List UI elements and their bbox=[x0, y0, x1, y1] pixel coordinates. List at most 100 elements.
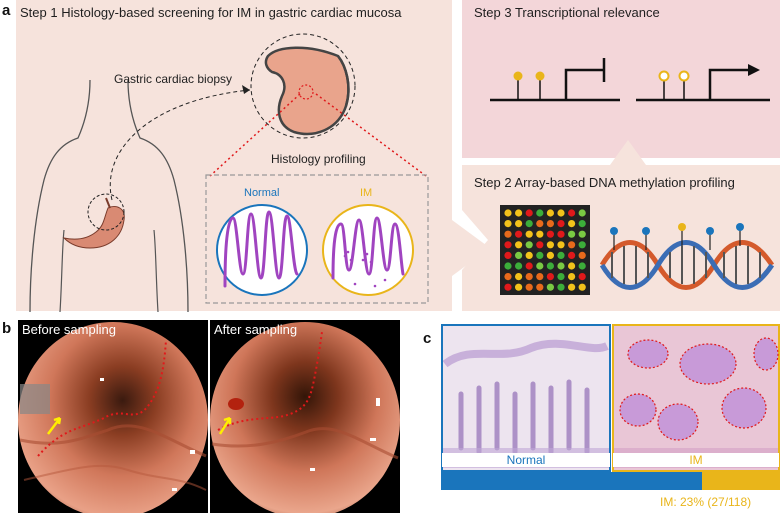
after-sampling-label: After sampling bbox=[214, 322, 298, 337]
normal-histology-image bbox=[441, 324, 611, 472]
array-probe-dot bbox=[515, 230, 523, 238]
endoscope-tool-icon bbox=[20, 384, 50, 414]
array-probe-dot bbox=[525, 220, 533, 228]
normal-histology-label: Normal bbox=[442, 453, 610, 467]
array-probe-dot bbox=[525, 251, 533, 259]
array-probe-dot bbox=[578, 241, 586, 249]
array-probe-dot bbox=[504, 220, 512, 228]
array-probe-dot bbox=[557, 241, 565, 249]
array-probe-dot bbox=[557, 220, 565, 228]
array-probe-dot bbox=[504, 283, 512, 291]
array-probe-dot bbox=[568, 283, 576, 291]
methylation-array-grid bbox=[500, 205, 590, 295]
biopsy-label: Gastric cardiac biopsy bbox=[114, 72, 233, 86]
panel-c-label: c bbox=[423, 330, 432, 347]
array-probe-dot bbox=[568, 251, 576, 259]
array-probe-dot bbox=[515, 283, 523, 291]
array-probe-dot bbox=[578, 251, 586, 259]
array-probe-dot bbox=[536, 230, 544, 238]
array-probe-dot bbox=[578, 209, 586, 217]
endoscopy-before-image bbox=[18, 320, 208, 513]
array-probe-dot bbox=[557, 262, 565, 270]
array-probe-dot bbox=[546, 230, 554, 238]
panel-b-label: b bbox=[2, 320, 12, 337]
im-proportion-label: IM: 23% (27/118) bbox=[660, 495, 752, 509]
endoscopy-after-image bbox=[210, 320, 400, 513]
biopsy-site-mark bbox=[228, 398, 244, 410]
array-probe-dot bbox=[504, 262, 512, 270]
array-probe-dot bbox=[546, 251, 554, 259]
dna-helix-illustration bbox=[600, 223, 775, 290]
array-probe-dot bbox=[557, 209, 565, 217]
array-probe-dot bbox=[536, 262, 544, 270]
histology-profiling-label: Histology profiling bbox=[271, 152, 366, 166]
im-histology-label: IM bbox=[613, 453, 779, 467]
transcription-diagram bbox=[490, 58, 770, 102]
array-probe-dot bbox=[504, 209, 512, 217]
array-probe-dot bbox=[515, 262, 523, 270]
array-probe-dot bbox=[578, 273, 586, 281]
array-probe-dot bbox=[504, 241, 512, 249]
step2-title: Step 2 Array-based DNA methylation profi… bbox=[474, 175, 735, 190]
im-histology-image bbox=[612, 324, 780, 472]
array-probe-dot bbox=[525, 241, 533, 249]
array-probe-dot bbox=[515, 241, 523, 249]
array-probe-dot bbox=[546, 220, 554, 228]
array-probe-dot bbox=[568, 262, 576, 270]
after-margin-line bbox=[217, 331, 323, 431]
array-probe-dot bbox=[536, 209, 544, 217]
array-probe-dot bbox=[525, 262, 533, 270]
array-probe-dot bbox=[536, 241, 544, 249]
array-probe-dot bbox=[546, 241, 554, 249]
array-probe-dot bbox=[536, 283, 544, 291]
silenced-gene-icon bbox=[490, 58, 620, 102]
array-probe-dot bbox=[546, 262, 554, 270]
array-probe-dot bbox=[525, 209, 533, 217]
array-probe-dot bbox=[504, 251, 512, 259]
normal-proportion-segment bbox=[441, 472, 780, 490]
array-probe-dot bbox=[536, 251, 544, 259]
array-probe-dot bbox=[546, 283, 554, 291]
im-proportion-segment bbox=[702, 472, 780, 490]
array-probe-dot bbox=[578, 230, 586, 238]
array-probe-dot bbox=[536, 273, 544, 281]
array-probe-dot bbox=[557, 251, 565, 259]
im-histology-circle bbox=[322, 204, 414, 296]
normal-circle-label: Normal bbox=[244, 187, 280, 199]
active-gene-icon bbox=[636, 64, 770, 102]
panel-a-label: a bbox=[2, 2, 11, 19]
array-probe-dot bbox=[578, 220, 586, 228]
array-probe-dot bbox=[568, 241, 576, 249]
biopsy-arrow bbox=[109, 85, 251, 201]
array-probe-dot bbox=[557, 283, 565, 291]
array-probe-dot bbox=[515, 209, 523, 217]
im-proportion-bar bbox=[441, 472, 780, 490]
array-probe-dot bbox=[515, 220, 523, 228]
array-probe-dot bbox=[525, 283, 533, 291]
array-probe-dot bbox=[568, 230, 576, 238]
yellow-arrow-icon bbox=[47, 416, 62, 435]
panel-a-background bbox=[16, 0, 780, 311]
step1-title: Step 1 Histology-based screening for IM … bbox=[20, 5, 402, 20]
array-probe-dot bbox=[557, 230, 565, 238]
array-probe-dot bbox=[546, 209, 554, 217]
array-probe-dot bbox=[578, 283, 586, 291]
array-probe-dot bbox=[525, 230, 533, 238]
array-probe-dot bbox=[578, 262, 586, 270]
im-circle-label: IM bbox=[360, 187, 373, 199]
array-probe-dot bbox=[568, 209, 576, 217]
array-probe-dot bbox=[515, 251, 523, 259]
after-yellow-arrow-icon bbox=[218, 416, 232, 435]
human-body-illustration bbox=[29, 80, 189, 312]
before-sampling-label: Before sampling bbox=[22, 322, 116, 337]
magnified-stomach-illustration bbox=[250, 33, 356, 139]
array-probe-dot bbox=[525, 273, 533, 281]
step3-title: Step 3 Transcriptional relevance bbox=[474, 5, 660, 20]
array-probe-dot bbox=[504, 230, 512, 238]
stomach-icon bbox=[62, 206, 125, 249]
array-probe-dot bbox=[515, 273, 523, 281]
array-probe-dot bbox=[546, 273, 554, 281]
array-probe-dot bbox=[568, 273, 576, 281]
array-probe-dot bbox=[568, 220, 576, 228]
histology-comparison-box bbox=[205, 174, 429, 304]
